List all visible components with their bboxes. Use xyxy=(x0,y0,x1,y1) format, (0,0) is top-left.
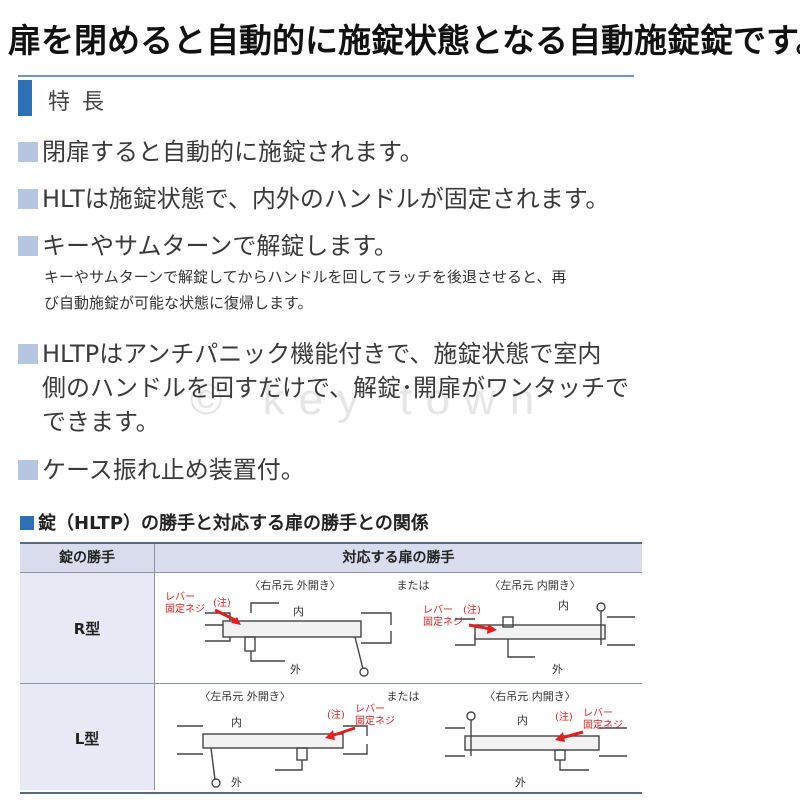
caption-right: 〈右吊元 内開き〉 xyxy=(484,689,576,703)
arrow-icon xyxy=(555,730,584,742)
row-label-cell: R型 xyxy=(20,573,155,683)
table-title: 錠（HLTP）の勝手と対応する扉の勝手との関係 xyxy=(20,509,429,535)
lever-label: レバー xyxy=(355,703,385,715)
lever-label: レバー xyxy=(165,591,195,603)
handing-table: 錠の勝手 対応する扉の勝手 R型 〈右吊元 外開き〉 または 〈左吊元 内開き〉… xyxy=(20,542,642,794)
row-label: L型 xyxy=(74,730,100,748)
feature-item-3: キーやサムターンで解錠します。 xyxy=(18,228,658,264)
feature-item-5: ケース振れ止め装置付。 xyxy=(18,452,658,488)
door-plan-left xyxy=(205,602,392,677)
bullet-square-icon xyxy=(18,236,38,256)
feature-item-4: HLTPはアンチパニック機能付きで、施錠状態で室内 xyxy=(18,336,658,372)
inside-label: 内 xyxy=(517,713,528,727)
caption-right: 〈左吊元 内開き〉 xyxy=(489,578,581,592)
feature-item-1: 閉扉すると自動的に施錠されます。 xyxy=(18,134,658,170)
door-plan-right xyxy=(445,711,627,771)
note-label: (注) xyxy=(555,710,573,723)
outside-label: 外 xyxy=(515,776,526,789)
inside-label: 内 xyxy=(293,604,304,618)
outside-label: 外 xyxy=(231,776,242,789)
lever-label: レバー xyxy=(583,707,613,719)
lever-screw-label: 固定ネジ xyxy=(583,718,623,731)
lever-label: レバー xyxy=(423,604,453,616)
table-row-r: R型 〈右吊元 外開き〉 または 〈左吊元 内開き〉 内 外 レバー 固定ネジ … xyxy=(20,573,642,684)
arrow-icon xyxy=(214,608,241,625)
header-lock-hand: 錠の勝手 xyxy=(20,544,155,572)
lever-screw-label: 固定ネジ xyxy=(423,615,463,628)
door-plan-right xyxy=(455,602,635,658)
row-label: R型 xyxy=(73,620,101,638)
door-diagram-l: 〈左吊元 外開き〉 または 〈右吊元 内開き〉 内 外 (注) レバー 固定ネジ xyxy=(177,689,627,789)
arrow-icon xyxy=(325,726,356,740)
section-title: 特長 xyxy=(48,90,117,115)
bullet-square-icon xyxy=(18,189,38,209)
lever-screw-label: 固定ネジ xyxy=(355,714,395,727)
section-marker xyxy=(18,80,32,116)
page-headline: 扉を閉めると自動的に施錠状態となる自動施錠錠です。 xyxy=(8,21,800,60)
outside-label: 外 xyxy=(552,663,563,676)
feature-item-4-line-2: 側のハンドルを回すだけで、解錠･開扉がワンタッチで xyxy=(42,374,630,402)
header-door-hand: 対応する扉の勝手 xyxy=(342,550,455,566)
note-label: (注) xyxy=(463,603,481,616)
door-diagram-r: 〈右吊元 外開き〉 または 〈左吊元 内開き〉 内 外 レバー 固定ネジ (注) xyxy=(165,578,635,677)
bullet-square-icon xyxy=(18,344,38,364)
note-label: (注) xyxy=(327,708,345,721)
note-label: (注) xyxy=(213,596,231,609)
row-label-cell: L型 xyxy=(20,684,155,790)
bullet-square-icon xyxy=(18,142,38,162)
feature-item-4-line-3: できます。 xyxy=(42,408,160,436)
door-plan-left xyxy=(177,725,368,788)
bullet-square-icon xyxy=(20,516,34,530)
table-row-l: L型 〈左吊元 外開き〉 または 〈右吊元 内開き〉 内 外 (注) レバー 固… xyxy=(20,684,642,790)
feature-item-2: HLTは施錠状態で、内外のハンドルが固定されます。 xyxy=(18,181,658,217)
caption-left: 〈右吊元 外開き〉 xyxy=(249,578,341,592)
section-rule xyxy=(18,75,634,77)
feature-3-note-line-2: び自動施錠が可能な状態に復帰します。 xyxy=(44,294,313,312)
outside-label: 外 xyxy=(290,663,301,676)
arrow-icon xyxy=(468,623,497,634)
or-label: または xyxy=(387,690,420,703)
lever-screw-label: 固定ネジ xyxy=(165,602,205,615)
table-header-row: 錠の勝手 対応する扉の勝手 xyxy=(20,544,642,573)
bullet-square-icon xyxy=(18,460,38,480)
caption-left: 〈左吊元 外開き〉 xyxy=(199,690,291,703)
or-label: または xyxy=(397,579,430,592)
feature-3-note-line-1: キーやサムターンで解錠してからハンドルを回してラッチを後退させると、再 xyxy=(44,268,567,286)
inside-label: 内 xyxy=(231,715,242,729)
watermark: © key town xyxy=(190,375,549,424)
inside-label: 内 xyxy=(558,598,569,612)
